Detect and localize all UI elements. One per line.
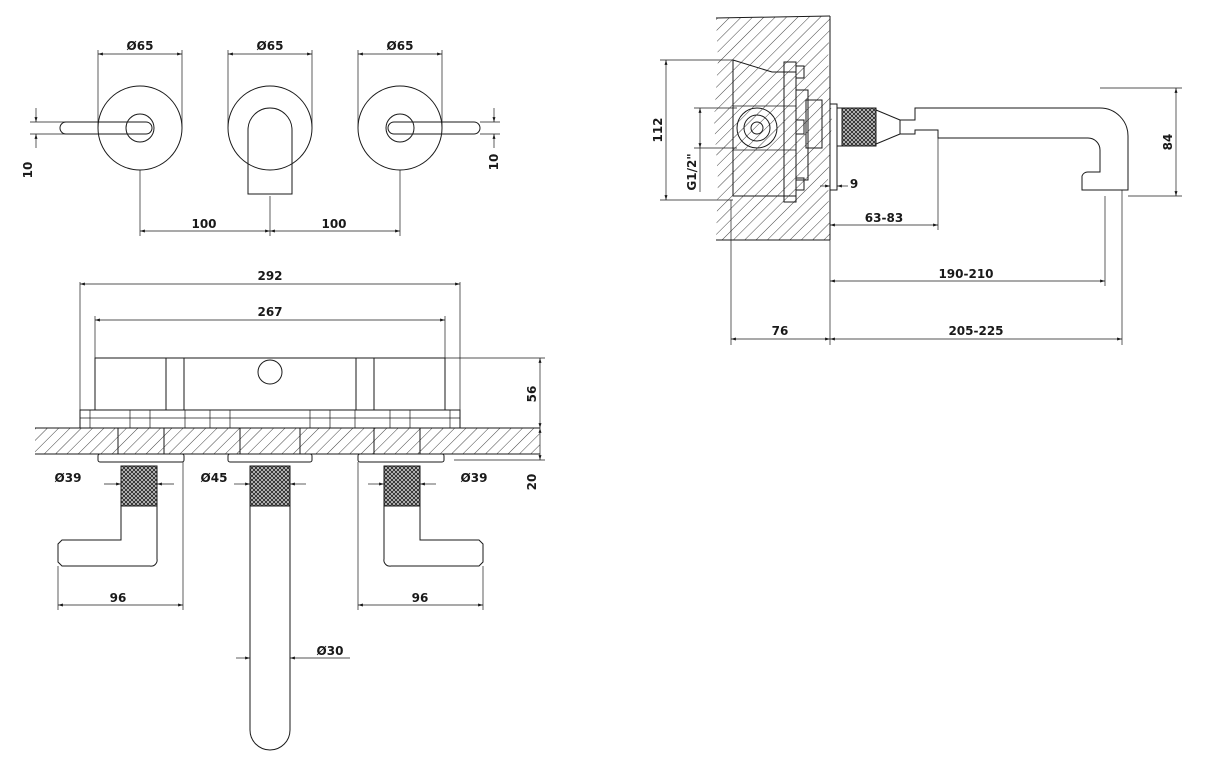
plan-view: 292 267 56	[35, 269, 545, 751]
side-spout	[900, 107, 1129, 191]
dim-plan-spout: Ø30	[317, 644, 344, 658]
dim-front-dia-mid: Ø65	[257, 39, 284, 53]
plan-lever-right	[383, 506, 484, 567]
dim-plan-lever-right: 96	[412, 591, 429, 605]
plan-spout	[249, 506, 291, 751]
dim-plan-rosette-right: Ø39	[461, 471, 488, 485]
dim-front-lever-right: 10	[487, 154, 501, 171]
front-rosette-right	[357, 85, 443, 171]
dim-side-flange: 9	[850, 177, 858, 191]
dim-front-lever-left: 10	[21, 162, 35, 179]
front-lever-left	[59, 121, 153, 135]
dim-side-wall-depth: 76	[772, 324, 789, 338]
side-wall	[714, 16, 832, 240]
plan-lever-left	[57, 506, 158, 567]
dim-side-thread: G1/2"	[685, 153, 699, 190]
dim-side-adjust-2: 190-210	[938, 267, 993, 281]
plan-rosette-right	[357, 453, 445, 463]
dim-plan-lever-left: 96	[110, 591, 127, 605]
plan-knurl-left	[120, 465, 158, 507]
side-knurl	[841, 107, 877, 147]
dim-plan-rosette-mid: Ø45	[201, 471, 228, 485]
dim-front-spacing-left: 100	[191, 217, 216, 231]
plan-knurl-right	[383, 465, 421, 507]
plan-knurl-mid	[249, 465, 291, 507]
front-spout	[247, 107, 293, 195]
dim-front-spacing-right: 100	[321, 217, 346, 231]
side-view: 112 G1/2" 84 9 63-83 190-210 76 205-225	[651, 15, 1182, 345]
dim-side-box-height: 112	[651, 117, 665, 142]
dim-side-projection: 205-225	[948, 324, 1003, 338]
front-rosette-left	[97, 85, 183, 171]
dim-side-spout-height: 84	[1161, 134, 1175, 151]
dim-plan-plate: 20	[525, 474, 539, 491]
dim-front-dia-left: Ø65	[127, 39, 154, 53]
plan-mounting-plate	[79, 409, 461, 429]
dim-plan-depth: 56	[525, 386, 539, 403]
dim-plan-rosette-left: Ø39	[55, 471, 82, 485]
plan-rosette-mid	[227, 453, 313, 463]
dim-side-adjust-1: 63-83	[865, 211, 903, 225]
side-flange	[829, 103, 838, 191]
dim-front-dia-right: Ø65	[387, 39, 414, 53]
front-view: Ø65 Ø65 Ø65 10 10 100 100	[21, 39, 501, 236]
plan-wall	[35, 428, 540, 454]
front-rosette-mid	[227, 85, 313, 171]
dim-plan-total: 292	[257, 269, 282, 283]
side-valve-body	[732, 59, 809, 197]
dim-plan-box: 267	[257, 305, 282, 319]
front-lever-right	[387, 121, 481, 135]
plan-rosette-left	[97, 453, 185, 463]
